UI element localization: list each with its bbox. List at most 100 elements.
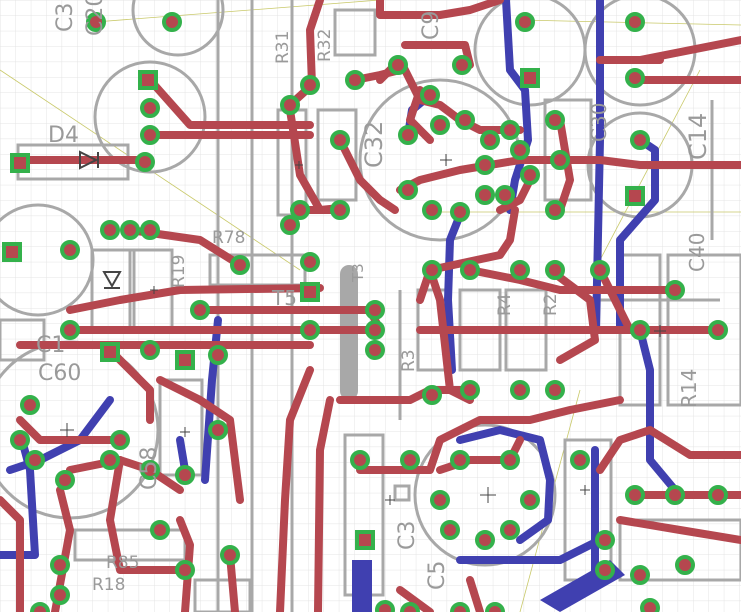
via-pad-icon <box>400 602 420 612</box>
via-pad-icon <box>150 520 170 540</box>
via-pad-icon <box>208 420 228 440</box>
via-pad-icon <box>475 185 495 205</box>
via-pad-icon <box>500 120 520 140</box>
label-c9: C9 <box>419 11 444 40</box>
label-c5: C5 <box>425 561 450 590</box>
square-pad-icon <box>138 70 158 90</box>
label-c58: C58 <box>137 447 162 490</box>
via-pad-icon <box>675 555 695 575</box>
label-r2: R2 <box>541 293 561 316</box>
via-pad-icon <box>60 240 80 260</box>
via-pad-icon <box>450 202 470 222</box>
via-pad-icon <box>208 345 228 365</box>
via-pad-icon <box>520 165 540 185</box>
via-pad-icon <box>300 75 320 95</box>
label-r85: R85 <box>106 553 139 573</box>
label-d4: D4 <box>48 123 79 148</box>
via-pad-icon <box>162 12 182 32</box>
via-pad-icon <box>388 55 408 75</box>
via-pad-icon <box>520 490 540 510</box>
label-c20: C20 <box>83 0 108 36</box>
via-pad-icon <box>365 340 385 360</box>
via-pad-icon <box>630 320 650 340</box>
via-pad-icon <box>595 530 615 550</box>
square-pad-icon <box>2 242 22 262</box>
via-pad-icon <box>510 140 530 160</box>
via-pad-icon <box>345 70 365 90</box>
label-t5: T5 <box>271 286 297 310</box>
via-pad-icon <box>480 130 500 150</box>
via-pad-icon <box>570 450 590 470</box>
via-pad-icon <box>420 85 440 105</box>
via-pad-icon <box>625 485 645 505</box>
via-pad-icon <box>545 260 565 280</box>
square-pad-icon <box>355 530 375 550</box>
label-r14: R14 <box>677 369 701 408</box>
label-c32: C32 <box>360 121 388 168</box>
label-r18: R18 <box>92 575 125 595</box>
label-c1: C1 <box>36 333 65 358</box>
via-pad-icon <box>500 520 520 540</box>
via-pad-icon <box>20 395 40 415</box>
via-pad-icon <box>190 300 210 320</box>
label-c30: C30 <box>587 103 611 142</box>
label-r31: R31 <box>273 31 293 64</box>
via-pad-icon <box>175 560 195 580</box>
via-pad-icon <box>515 12 535 32</box>
via-pad-icon <box>595 560 615 580</box>
label-r32: R32 <box>315 29 335 62</box>
via-pad-icon <box>665 485 685 505</box>
via-pad-icon <box>630 130 650 150</box>
via-pad-icon <box>100 220 120 240</box>
via-pad-icon <box>30 602 50 612</box>
via-pad-icon <box>365 300 385 320</box>
label-r3: R3 <box>399 349 419 372</box>
via-pad-icon <box>545 200 565 220</box>
via-pad-icon <box>460 260 480 280</box>
via-pad-icon <box>495 185 515 205</box>
via-pad-icon <box>475 530 495 550</box>
via-pad-icon <box>422 200 442 220</box>
via-pad-icon <box>550 150 570 170</box>
via-pad-icon <box>630 565 650 585</box>
via-pad-icon <box>140 460 160 480</box>
label-r78: R78 <box>212 228 245 248</box>
via-pad-icon <box>500 450 520 470</box>
via-pad-icon <box>220 545 240 565</box>
via-pad-icon <box>708 485 728 505</box>
via-pad-icon <box>50 555 70 575</box>
via-pad-icon <box>398 125 418 145</box>
label-c3-top: C3 <box>53 3 78 32</box>
via-pad-icon <box>300 252 320 272</box>
via-pad-icon <box>422 260 442 280</box>
via-pad-icon <box>708 320 728 340</box>
via-pad-icon <box>450 450 470 470</box>
via-pad-icon <box>120 220 140 240</box>
via-pad-icon <box>625 12 645 32</box>
label-c14: C14 <box>684 113 712 160</box>
via-pad-icon <box>640 598 660 612</box>
label-r4: R4 <box>495 293 515 316</box>
diode-symbols <box>79 150 122 289</box>
via-pad-icon <box>140 125 160 145</box>
via-pad-icon <box>50 585 70 605</box>
via-pad-icon <box>510 260 530 280</box>
via-pad-icon <box>140 220 160 240</box>
via-pad-icon <box>450 602 470 612</box>
via-pad-icon <box>452 55 472 75</box>
via-pad-icon <box>475 155 495 175</box>
via-pad-icon <box>545 110 565 130</box>
square-pad-icon <box>10 153 30 173</box>
label-t3: T3 <box>349 263 367 283</box>
via-pad-icon <box>60 320 80 340</box>
label-c40: C40 <box>685 233 709 272</box>
via-pad-icon <box>140 98 160 118</box>
via-pad-icon <box>280 95 300 115</box>
label-r19: R19 <box>169 255 189 288</box>
via-pad-icon <box>175 465 195 485</box>
via-pad-icon <box>230 255 250 275</box>
square-pad-icon <box>625 186 645 206</box>
via-pad-icon <box>455 110 475 130</box>
via-pad-icon <box>430 115 450 135</box>
